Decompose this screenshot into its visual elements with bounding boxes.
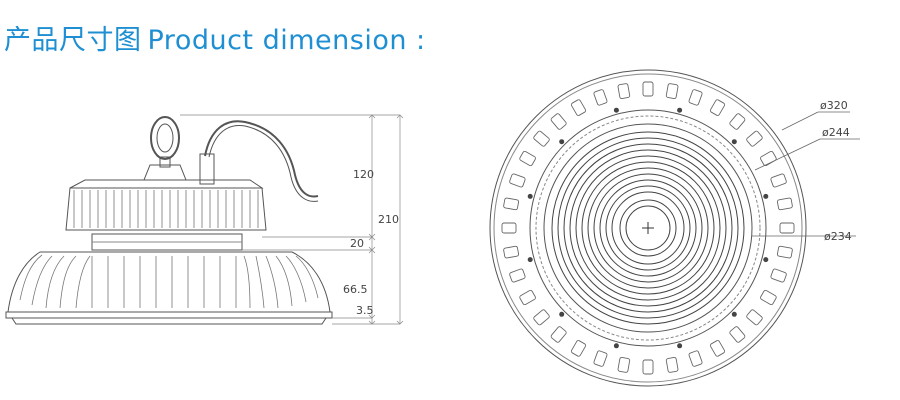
lower-fins: [19, 254, 319, 309]
screw-hole: [731, 311, 737, 317]
screw-hole: [763, 257, 769, 263]
screw-hole: [527, 193, 533, 199]
screw-hole: [731, 139, 737, 145]
upper-heatsink: [65, 187, 267, 231]
rim-slot: [760, 289, 777, 306]
rim-slot: [617, 356, 631, 373]
rim-slot: [746, 130, 763, 147]
rim-slot: [617, 83, 631, 100]
screw-hole: [559, 311, 565, 317]
rim-slot: [503, 197, 520, 211]
dim-diameter-outer: ø320: [820, 99, 848, 112]
dim-height-total: 210: [378, 213, 399, 226]
center-cross: [642, 222, 654, 234]
rim-slot: [779, 222, 795, 234]
outer-rim: [489, 69, 807, 387]
rim-slot: [709, 99, 726, 116]
screw-holes: [527, 107, 769, 349]
rim-slot: [776, 245, 793, 259]
screw-hole: [527, 257, 533, 263]
rim-slot: [688, 350, 703, 367]
rim-slot: [688, 89, 703, 106]
rim-slot: [570, 99, 587, 116]
screw-hole: [677, 107, 683, 113]
hanging-ring: [150, 116, 180, 160]
rim-slot: [776, 197, 793, 211]
dim-diameter-middle: ø244: [822, 126, 850, 139]
screw-hole: [559, 139, 565, 145]
rim-slot: [746, 309, 763, 326]
rim-slot: [642, 359, 654, 375]
screw-hole: [613, 343, 619, 349]
rim-slot: [729, 113, 746, 130]
screw-hole: [677, 343, 683, 349]
rim-slot: [501, 222, 517, 234]
power-cable: [204, 120, 319, 198]
rim-slot: [509, 268, 526, 283]
rim-slot: [665, 83, 679, 100]
base-lens: [5, 311, 333, 319]
ring-234: [543, 123, 753, 333]
rim-slot: [509, 173, 526, 188]
heading-chinese: 产品尺寸图: [4, 25, 142, 56]
rim-slots: [501, 81, 795, 375]
heading-english: Product dimension :: [147, 25, 426, 56]
lower-body: [7, 251, 331, 313]
dim-height-base: 3.5: [356, 304, 374, 317]
rim-slot: [642, 81, 654, 97]
rim-slot: [665, 356, 679, 373]
rim-slot: [729, 326, 746, 343]
dim-height-body: 66.5: [343, 283, 368, 296]
rim-slot: [519, 150, 536, 167]
rim-slot: [550, 113, 567, 130]
rim-slot: [770, 173, 787, 188]
top-view-drawing: [489, 69, 860, 387]
ring-244: [529, 109, 767, 347]
rim-slot: [593, 350, 608, 367]
rim-slot: [550, 326, 567, 343]
upper-fins: [73, 190, 259, 228]
dim-diameter-inner: ø234: [824, 230, 852, 243]
rim-slot: [503, 245, 520, 259]
dim-height-mid: 20: [350, 237, 364, 250]
screw-hole: [613, 107, 619, 113]
dim-height-top: 120: [353, 168, 374, 181]
side-view-drawing: [5, 114, 404, 325]
rim-slot: [533, 130, 550, 147]
rim-slot: [593, 89, 608, 106]
screw-hole: [763, 193, 769, 199]
rim-slot: [533, 309, 550, 326]
lens-rings: [551, 131, 745, 325]
rim-slot: [570, 340, 587, 357]
rim-slot: [709, 340, 726, 357]
rim-slot: [770, 268, 787, 283]
rim-slot: [519, 289, 536, 306]
